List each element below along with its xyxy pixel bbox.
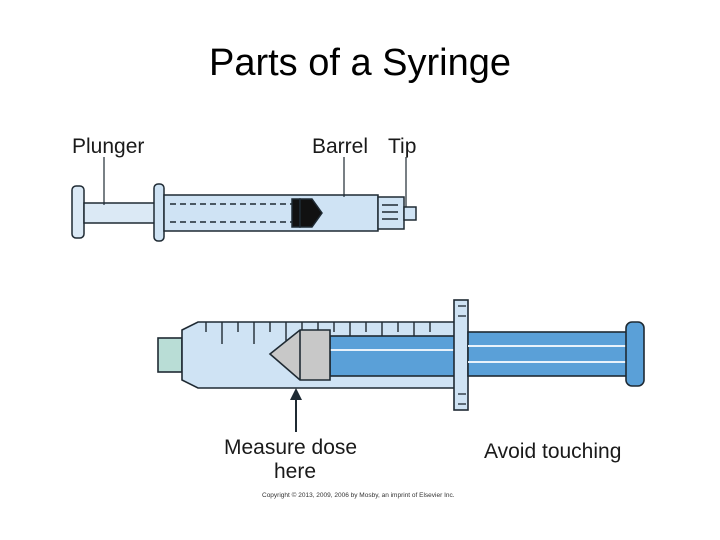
barrel-label: Barrel: [312, 135, 368, 158]
closeup-tip: [157, 337, 183, 373]
avoid-touching-label: Avoid touching: [484, 440, 621, 463]
flange-marks: [458, 305, 466, 405]
measure-arrow: [290, 388, 302, 432]
barrel-flange: [153, 183, 165, 242]
stopper-base: [291, 198, 301, 228]
measure-dose-label: Measure dose: [224, 436, 357, 459]
top-syringe: [71, 157, 417, 242]
tip-label: Tip: [388, 135, 416, 158]
slide-title: Parts of a Syringe: [208, 42, 512, 84]
tip: [403, 206, 417, 221]
bottom-syringe: [157, 299, 645, 411]
barrel: [163, 194, 379, 232]
barrel-hub: [377, 196, 405, 230]
plunger-stem: [83, 202, 157, 224]
measure-here-label: here: [274, 460, 316, 483]
closeup-thumb-press: [625, 321, 645, 387]
plunger-label: Plunger: [72, 135, 144, 158]
closeup-plunger-rod: [467, 331, 629, 377]
plunger-thumb-flange: [71, 185, 85, 239]
closeup-plunger-inside: [329, 335, 459, 377]
stopper-tip: [299, 198, 323, 228]
copyright-text: Copyright © 2013, 2009, 2006 by Mosby, a…: [262, 491, 455, 499]
